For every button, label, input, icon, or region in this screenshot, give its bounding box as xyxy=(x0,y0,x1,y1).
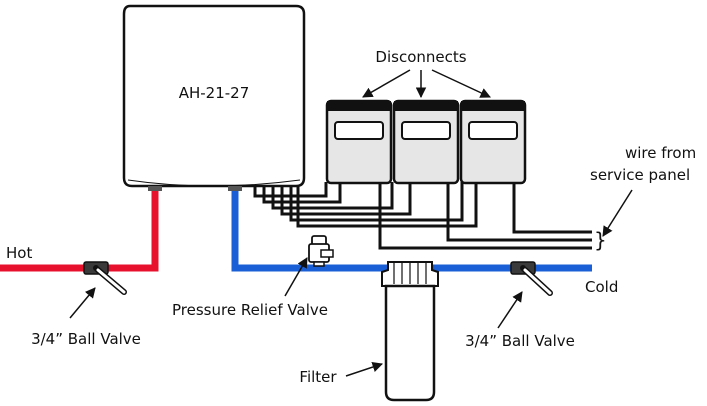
cold-label: Cold xyxy=(585,278,618,296)
water-filter xyxy=(381,261,439,402)
wire-brace: } xyxy=(594,228,607,252)
ball-valve-left-label: 3/4” Ball Valve xyxy=(31,330,141,348)
ball-valve-left-arrow xyxy=(69,287,96,319)
wire-from-label-line1: wire from xyxy=(625,144,696,162)
unit-model-label: AH-21-27 xyxy=(179,84,250,102)
service-panel-arrow xyxy=(602,189,633,237)
filter-label: Filter xyxy=(299,368,337,386)
wiring xyxy=(253,182,592,250)
pressure-relief-arrow xyxy=(284,257,308,297)
disconnect-box xyxy=(325,99,393,185)
ball-valve-left xyxy=(83,261,127,295)
disconnect-box xyxy=(459,99,527,185)
hot-pipe xyxy=(0,190,159,272)
ball-valve-right xyxy=(510,261,553,296)
cold-inlet-fitting xyxy=(228,186,242,191)
pressure-relief-valve xyxy=(308,235,334,267)
pressure-relief-label: Pressure Relief Valve xyxy=(172,301,328,319)
disconnect-box xyxy=(392,99,460,185)
wire-from-label-line2: service panel xyxy=(590,166,690,184)
disconnects-arrows xyxy=(362,69,491,99)
cold-pipe xyxy=(231,190,592,272)
disconnects-label: Disconnects xyxy=(375,48,466,66)
hot-label: Hot xyxy=(6,244,32,262)
hot-outlet-fitting xyxy=(148,186,162,191)
filter-arrow xyxy=(345,362,383,377)
ball-valve-right-label: 3/4” Ball Valve xyxy=(465,332,575,350)
water-heater-unit xyxy=(122,4,306,191)
ball-valve-right-arrow xyxy=(497,291,523,329)
